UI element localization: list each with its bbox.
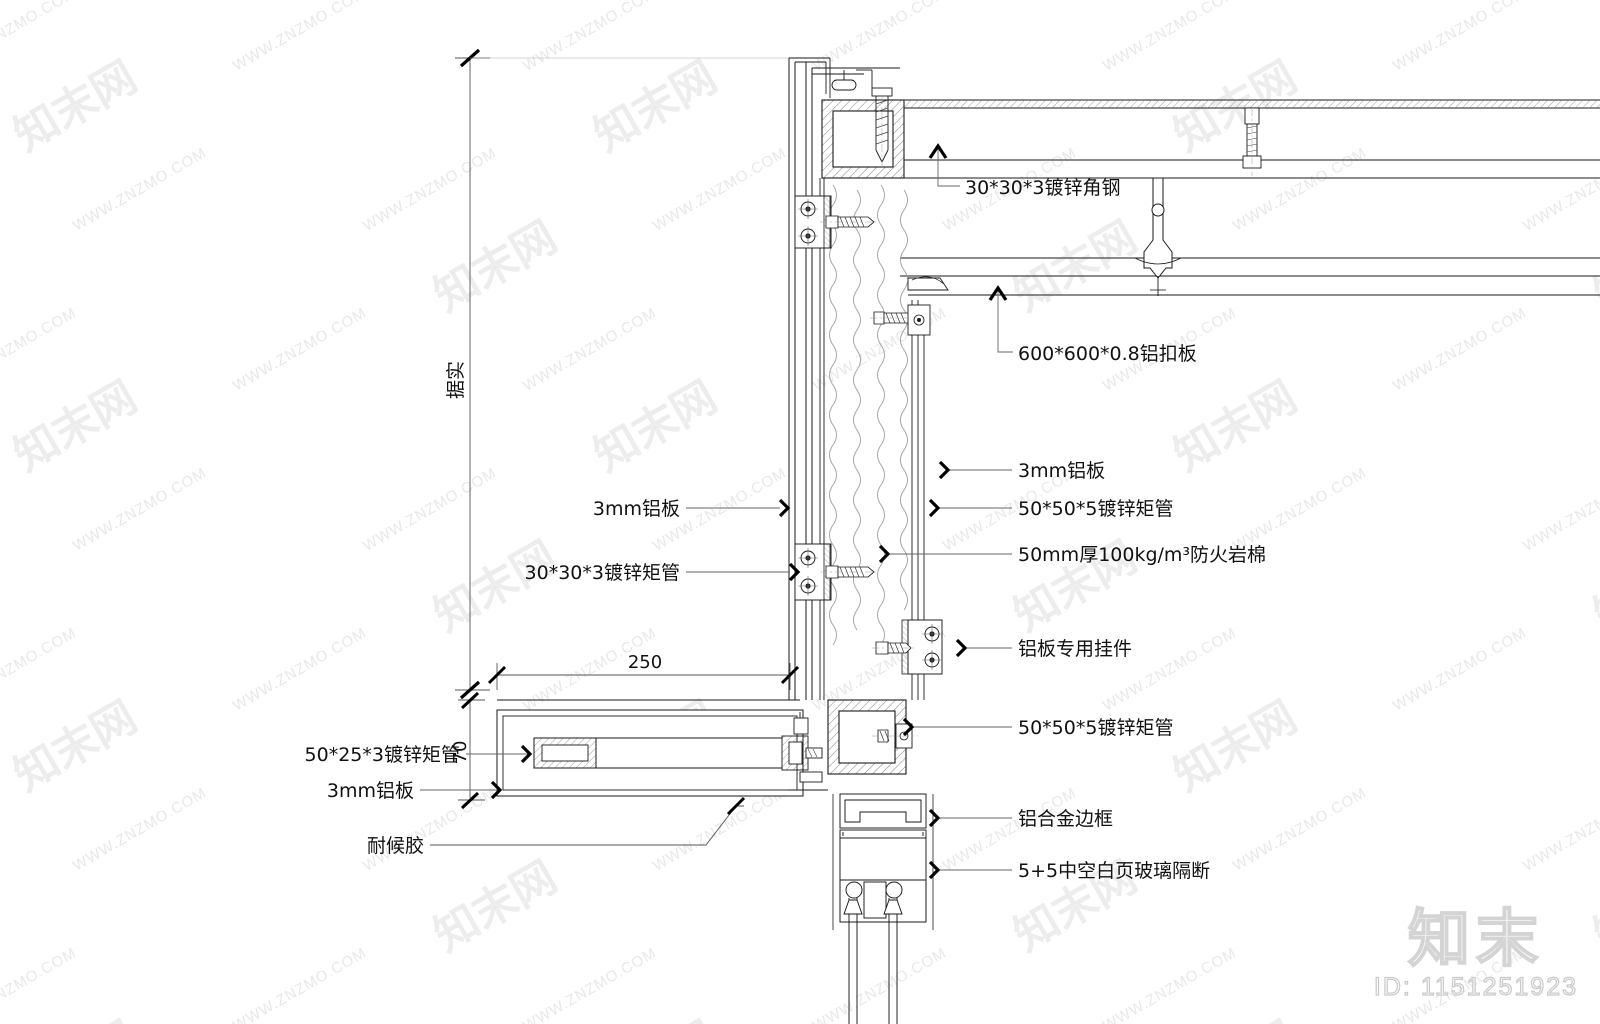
brand-id: ID: 1151251923 (1373, 972, 1578, 1001)
ann-alu-panel-left: 3mm铝板 (593, 498, 680, 520)
screw-lower (872, 641, 914, 655)
dimension-70-label: 70 (450, 741, 471, 764)
ceiling-assembly (900, 99, 1600, 296)
screw-mid (870, 304, 931, 336)
leaders-left (420, 507, 790, 791)
dimension-height-label: 据实 (445, 361, 467, 399)
steel-tube-50x25x3 (533, 737, 597, 769)
ann-tube-50x25x3: 50*25*3镀锌矩管 (305, 744, 460, 766)
ann-alu-panel-3mm: 3mm铝板 (1018, 460, 1105, 482)
steel-tube-top (821, 99, 905, 179)
ann-alu-frame: 铝合金边框 (1018, 808, 1113, 830)
brand-logo: 知末 (1407, 901, 1544, 975)
glass-partition (839, 879, 927, 1024)
steel-tube-lower (827, 699, 907, 775)
leaders-right (888, 148, 1013, 871)
sealant-leader (430, 805, 744, 846)
ann-panel-hanger: 铝板专用挂件 (1018, 638, 1132, 660)
ann-tube-50x50x5-lower: 50*50*5镀锌矩管 (1018, 717, 1173, 739)
screw-middle (820, 565, 876, 579)
ceiling-tile-clip (1134, 177, 1182, 296)
dimension-250-label: 250 (628, 652, 662, 673)
ann-angle-steel: 30*30*3镀锌角钢 (965, 177, 1120, 199)
ann-tube-30x30x3: 30*30*3镀锌矩管 (525, 562, 680, 584)
bulkhead-connection (781, 712, 828, 791)
screw-upper (820, 215, 876, 229)
bracket-panel-hanger (901, 619, 943, 675)
top-tube-fastener (871, 87, 893, 168)
aluminium-frame (839, 793, 927, 881)
ceiling-hanger-rod (1242, 107, 1262, 176)
ann-ceiling-panel: 600*600*0.8铝扣板 (1018, 343, 1197, 365)
ann-tube-50x50x5-upper: 50*50*5镀锌矩管 (1018, 498, 1173, 520)
ann-glass-partition: 5+5中空白页玻璃隔断 (1018, 860, 1210, 882)
ann-rockwool: 50mm厚100kg/m³防火岩棉 (1018, 544, 1266, 566)
ann-alu-panel-bottom: 3mm铝板 (327, 780, 414, 802)
brand-watermark: 知末 ID: 1151251923 (1373, 901, 1578, 1002)
bracket-upper (794, 195, 832, 249)
ann-weather-sealant: 耐候胶 (367, 835, 424, 857)
